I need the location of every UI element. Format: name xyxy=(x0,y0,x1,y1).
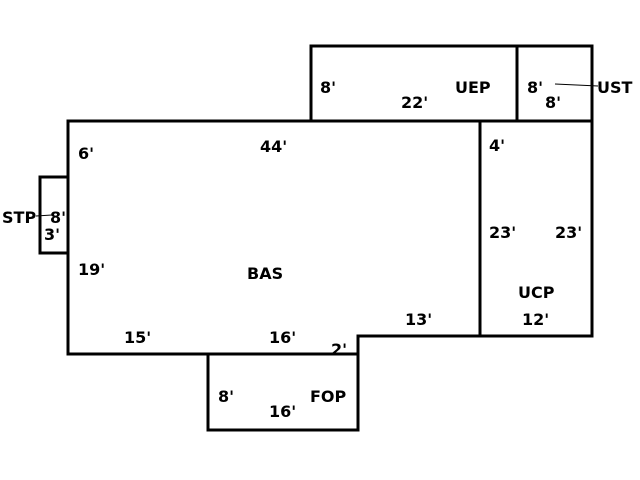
fop-dim: 16' xyxy=(269,402,296,421)
stp-dim: 8' xyxy=(50,208,66,227)
bas-dim: 44' xyxy=(260,137,287,156)
stp-label: STP xyxy=(2,208,36,227)
bas-dim: 13' xyxy=(405,310,432,329)
fop-outline xyxy=(206,352,360,432)
ucp-label: UCP xyxy=(518,283,555,302)
ust-dim: 8' xyxy=(527,78,543,97)
bas-label: BAS xyxy=(247,264,283,283)
ucp-dim: 12' xyxy=(522,310,549,329)
fop-dim: 8' xyxy=(218,387,234,406)
bas-dim: 2' xyxy=(331,340,347,359)
stp-dim: 3' xyxy=(44,225,60,244)
ucp-dim: 23' xyxy=(489,223,516,242)
stp-leader-line xyxy=(35,214,53,217)
ust-outline xyxy=(515,44,594,123)
uep-dim: 22' xyxy=(401,93,428,112)
bas-dim: 16' xyxy=(269,328,296,347)
fop-label: FOP xyxy=(310,387,347,406)
ucp-dim: 4' xyxy=(489,136,505,155)
bas-dim: 6' xyxy=(78,144,94,163)
ust-leader-line xyxy=(554,83,599,87)
ust-label: UST xyxy=(597,78,633,97)
uep-dim: 8' xyxy=(320,78,336,97)
uep-label: UEP xyxy=(455,78,491,97)
ucp-dim: 23' xyxy=(555,223,582,242)
stp-outline xyxy=(38,175,70,255)
bas-dim: 15' xyxy=(124,328,151,347)
bas-dim: 19' xyxy=(78,260,105,279)
ust-dim: 8' xyxy=(545,93,561,112)
